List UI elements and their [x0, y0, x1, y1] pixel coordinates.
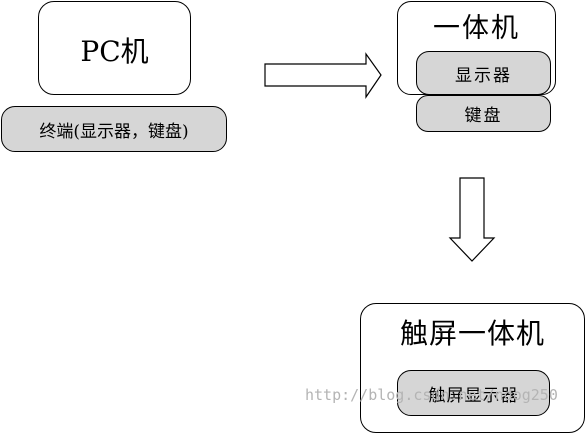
- pc-title: PC机: [80, 35, 149, 68]
- touch-monitor-node: 触屏显示器: [397, 370, 550, 416]
- pc-node: PC机: [38, 1, 191, 95]
- right-arrow-shape: [264, 52, 382, 99]
- touch-all-in-one-title: 触屏一体机: [399, 317, 545, 350]
- all-in-one-title: 一体机: [433, 13, 520, 44]
- monitor-node: 显示器: [416, 51, 551, 95]
- keyboard-node: 键盘: [416, 95, 551, 132]
- right-arrow: [264, 52, 382, 99]
- terminal-node: 终端(显示器，键盘): [1, 106, 227, 152]
- down-arrow-shape: [448, 177, 496, 262]
- down-arrow: [448, 177, 496, 262]
